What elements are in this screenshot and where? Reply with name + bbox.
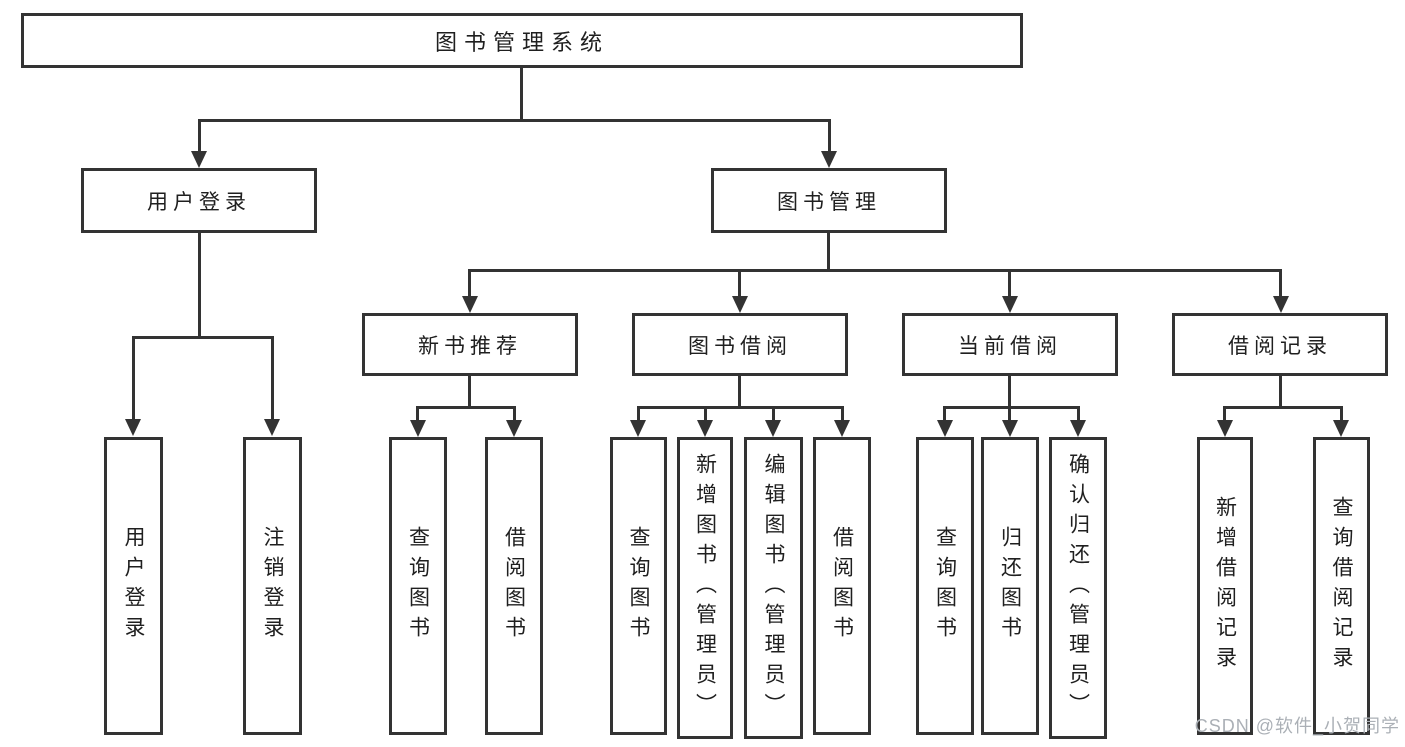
connector-root-bar bbox=[198, 119, 831, 122]
connector-records-bar bbox=[1223, 406, 1343, 409]
connector-borrowing-bar bbox=[637, 406, 844, 409]
connector-records-shaft-2 bbox=[1340, 406, 1343, 423]
connector-bookmgmt-shaft-1 bbox=[468, 269, 471, 298]
connector-userlogin-stub bbox=[198, 233, 201, 339]
leaf-query-books-borrowing: 查询图书 bbox=[610, 437, 667, 735]
connector-bookmgmt-shaft-3 bbox=[1008, 269, 1011, 298]
arrow-down-icon bbox=[937, 420, 953, 437]
leaf-return-books: 归还图书 bbox=[981, 437, 1039, 735]
connector-root-stub bbox=[520, 68, 523, 122]
node-book-management: 图书管理 bbox=[711, 168, 947, 233]
connector-bookmgmt-shaft-4 bbox=[1279, 269, 1282, 298]
connector-current-shaft-2 bbox=[1008, 406, 1011, 423]
arrow-down-icon bbox=[732, 296, 748, 313]
connector-records-shaft-1 bbox=[1223, 406, 1226, 423]
arrow-down-icon bbox=[630, 420, 646, 437]
arrow-down-icon bbox=[697, 420, 713, 437]
arrow-down-icon bbox=[191, 151, 207, 168]
arrow-down-icon bbox=[506, 420, 522, 437]
arrow-down-icon bbox=[125, 419, 141, 436]
connector-userlogin-bar bbox=[132, 336, 274, 339]
connector-root-right-shaft bbox=[828, 119, 831, 153]
leaf-borrow-books: 借阅图书 bbox=[813, 437, 871, 735]
connector-current-bar bbox=[943, 406, 1080, 409]
connector-userlogin-shaft-1 bbox=[132, 336, 135, 421]
arrow-down-icon bbox=[1070, 420, 1086, 437]
arrow-down-icon bbox=[410, 420, 426, 437]
connector-current-shaft-1 bbox=[943, 406, 946, 423]
leaf-add-books-admin: 新增图书（管理员） bbox=[677, 437, 733, 739]
arrow-down-icon bbox=[765, 420, 781, 437]
arrow-down-icon bbox=[1002, 420, 1018, 437]
node-borrow-records: 借阅记录 bbox=[1172, 313, 1388, 376]
leaf-borrow-books-recommend: 借阅图书 bbox=[485, 437, 543, 735]
node-user-login: 用户登录 bbox=[81, 168, 317, 233]
connector-borrowing-shaft-3 bbox=[772, 406, 775, 423]
arrow-down-icon bbox=[264, 419, 280, 436]
connector-borrowing-shaft-2 bbox=[704, 406, 707, 423]
csdn-watermark: CSDN @软件_小贺同学 bbox=[1194, 716, 1400, 736]
arrow-down-icon bbox=[834, 420, 850, 437]
arrow-down-icon bbox=[462, 296, 478, 313]
connector-bookmgmt-stub bbox=[827, 233, 830, 272]
connector-current-shaft-3 bbox=[1077, 406, 1080, 423]
connector-userlogin-shaft-2 bbox=[271, 336, 274, 421]
leaf-confirm-return-admin: 确认归还（管理员） bbox=[1049, 437, 1107, 739]
connector-recommend-bar bbox=[416, 406, 516, 409]
node-new-book-recommend: 新书推荐 bbox=[362, 313, 578, 376]
connector-root-left-shaft bbox=[198, 119, 201, 153]
arrow-down-icon bbox=[1002, 296, 1018, 313]
leaf-query-books-current: 查询图书 bbox=[916, 437, 974, 735]
connector-recommend-stub bbox=[468, 376, 471, 409]
arrow-down-icon bbox=[1273, 296, 1289, 313]
leaf-query-borrow-record: 查询借阅记录 bbox=[1313, 437, 1370, 735]
node-library-management-system: 图书管理系统 bbox=[21, 13, 1023, 68]
node-book-borrowing: 图书借阅 bbox=[632, 313, 848, 376]
connector-current-stub bbox=[1008, 376, 1011, 409]
leaf-query-books-recommend: 查询图书 bbox=[389, 437, 447, 735]
connector-records-stub bbox=[1279, 376, 1282, 409]
leaf-user-login: 用户登录 bbox=[104, 437, 163, 735]
connector-borrowing-shaft-1 bbox=[637, 406, 640, 423]
connector-borrowing-shaft-4 bbox=[841, 406, 844, 423]
connector-bookmgmt-bar bbox=[468, 269, 1282, 272]
leaf-logout: 注销登录 bbox=[243, 437, 302, 735]
leaf-edit-books-admin: 编辑图书（管理员） bbox=[744, 437, 803, 739]
connector-recommend-shaft-1 bbox=[416, 406, 419, 423]
connector-recommend-shaft-2 bbox=[513, 406, 516, 423]
arrow-down-icon bbox=[821, 151, 837, 168]
connector-borrowing-stub bbox=[738, 376, 741, 409]
connector-bookmgmt-shaft-2 bbox=[738, 269, 741, 298]
arrow-down-icon bbox=[1217, 420, 1233, 437]
node-current-borrowing: 当前借阅 bbox=[902, 313, 1118, 376]
arrow-down-icon bbox=[1333, 420, 1349, 437]
leaf-add-borrow-record: 新增借阅记录 bbox=[1197, 437, 1253, 735]
